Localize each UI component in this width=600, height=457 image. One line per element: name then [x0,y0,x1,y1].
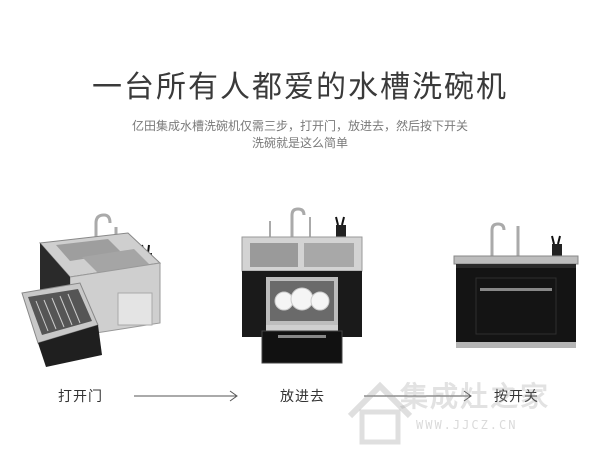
watermark-text: 集成灶之家 [400,380,551,413]
step-label-press-switch: 按开关 [494,389,539,405]
subtitle-line-1: 亿田集成水槽洗碗机仅需三步，打开门，放进去，然后按下开关 [131,119,468,133]
arrow-icon [134,390,238,402]
closed-dishwasher-image [453,222,579,348]
step-label-open-door: 打开门 [58,389,103,405]
loaded-dishwasher-image [241,207,363,364]
open-door-dishwasher-image [21,213,162,367]
page-subtitle: 亿田集成水槽洗碗机仅需三步，打开门，放进去，然后按下开关 洗碗就是这么简单 [0,118,600,152]
house-logo-icon [347,381,413,445]
page-title: 一台所有人都爱的水槽洗碗机 [92,70,508,105]
subtitle-line-2: 洗碗就是这么简单 [251,136,348,150]
step-label-put-in: 放进去 [280,389,325,405]
arrow-icon [364,390,472,402]
watermark-url: WWW.JJCZ.CN [416,418,518,432]
